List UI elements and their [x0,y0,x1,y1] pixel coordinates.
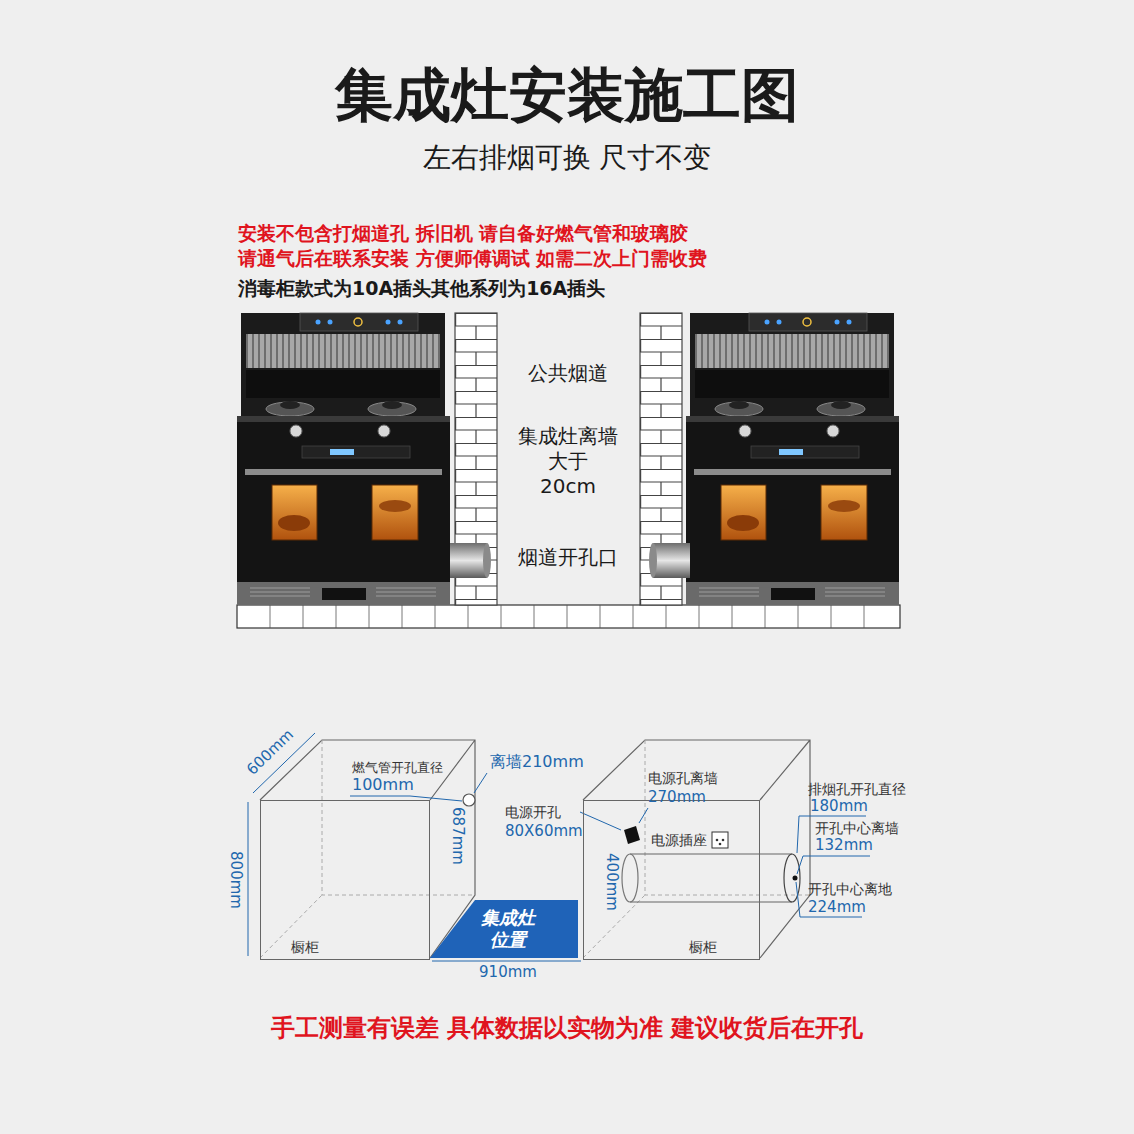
notice: 消毒柜款式为10A插头其他系列为16A插头 [238,277,605,300]
food [379,500,411,512]
cabinet-edges [260,740,475,958]
stove-base [237,582,450,605]
hood-panel [241,313,445,420]
pipe-end [649,543,657,578]
burner [266,402,314,416]
cabinet-label: 橱柜 [689,939,717,956]
dimension: 132mm [815,836,873,854]
display-digits [330,449,354,455]
hood-control-strip [300,313,418,331]
burner-cap [382,401,402,409]
oven-window [272,485,317,540]
leader-line [474,773,487,793]
dimension-line [248,802,249,956]
callout-label: 燃气管开孔直径 [352,760,443,776]
callout-label: 电源孔离墙 [648,770,718,787]
pipe-end [483,543,491,578]
page-title: 集成灶安装施工图 [335,61,799,131]
indicator-light [316,320,321,325]
floor-tile-lines [270,605,864,628]
integrated-stove [237,313,450,605]
indicator-light [398,320,403,325]
exhaust-hole [622,854,638,902]
cooktop-edge [237,416,450,422]
power-hole [624,826,640,844]
socket-icon [712,832,728,848]
hidden-edges [260,740,475,958]
dimension: 224mm [808,898,866,916]
clearance-note: 集成灶离墙 大于 20cm [518,424,618,499]
indicator-light [328,320,333,325]
gas-hole [463,794,475,806]
hole-center [793,876,798,881]
warning-note: 手工测量有误差 具体数据以实物为准 建议收货后在开孔 [271,1014,864,1043]
flue-pipe [450,543,487,578]
oven-window [372,485,418,540]
burner-cap [280,401,300,409]
cabinet-label: 橱柜 [291,939,319,956]
door-handle [245,469,442,475]
base-slot [322,588,366,600]
callout-label: 电源插座 [651,832,707,849]
dimension: 400mm [603,853,621,911]
indicator-ring [354,318,362,326]
callout-label: 开孔中心离地 [808,881,892,898]
knob [290,425,302,437]
dimension: 180mm [810,797,868,815]
dimension: 600mm [243,725,297,778]
stove-position: 集成灶 位置 [430,900,578,958]
dimension: 800mm [227,851,245,909]
flue-pipe [653,543,690,578]
hood-grille [246,334,440,368]
dimension: 80X60mm [505,822,583,840]
callout-label: 开孔中心离墙 [815,820,899,837]
socket-pin [722,839,725,842]
floor [237,605,900,628]
burner [368,402,416,416]
dimension-line [432,961,581,962]
dimension: 910mm [479,963,537,981]
control-display [302,446,410,458]
notice: 请通气后在联系安装 方便师傅调试 如需二次上门需收费 [238,247,707,270]
stove-body [237,422,450,582]
exhaust-cylinder [630,854,792,902]
dimension: 687mm [449,807,467,865]
region-label: 集成灶 位置 [481,907,535,950]
dimension: 270mm [648,788,706,806]
dimension: 100mm [352,775,414,794]
cabinet-box: 橱柜 [260,800,430,960]
cabinet-edges [583,740,810,958]
leader-line [639,808,648,823]
knob [378,425,390,437]
indicator-light [386,320,391,325]
notice: 安装不包含打烟道孔 拆旧机 请自备好燃气管和玻璃胶 [238,222,688,245]
hidden-edges [583,740,810,958]
floor-region [430,900,578,958]
callout-label: 电源开孔 [505,804,561,821]
dimension: 离墙210mm [490,752,584,771]
socket-pin [716,839,719,842]
glass-panel [246,370,440,398]
food [278,515,310,531]
socket-pin [719,843,722,846]
integrated-stove [686,313,899,605]
callout-label: 排烟孔开孔直径 [808,781,906,798]
part-label: 公共烟道 [528,361,608,385]
part-label: 烟道开孔口 [518,545,618,569]
subtitle: 左右排烟可换 尺寸不变 [423,141,712,175]
leader-line [580,812,621,830]
leader-line [797,856,870,874]
